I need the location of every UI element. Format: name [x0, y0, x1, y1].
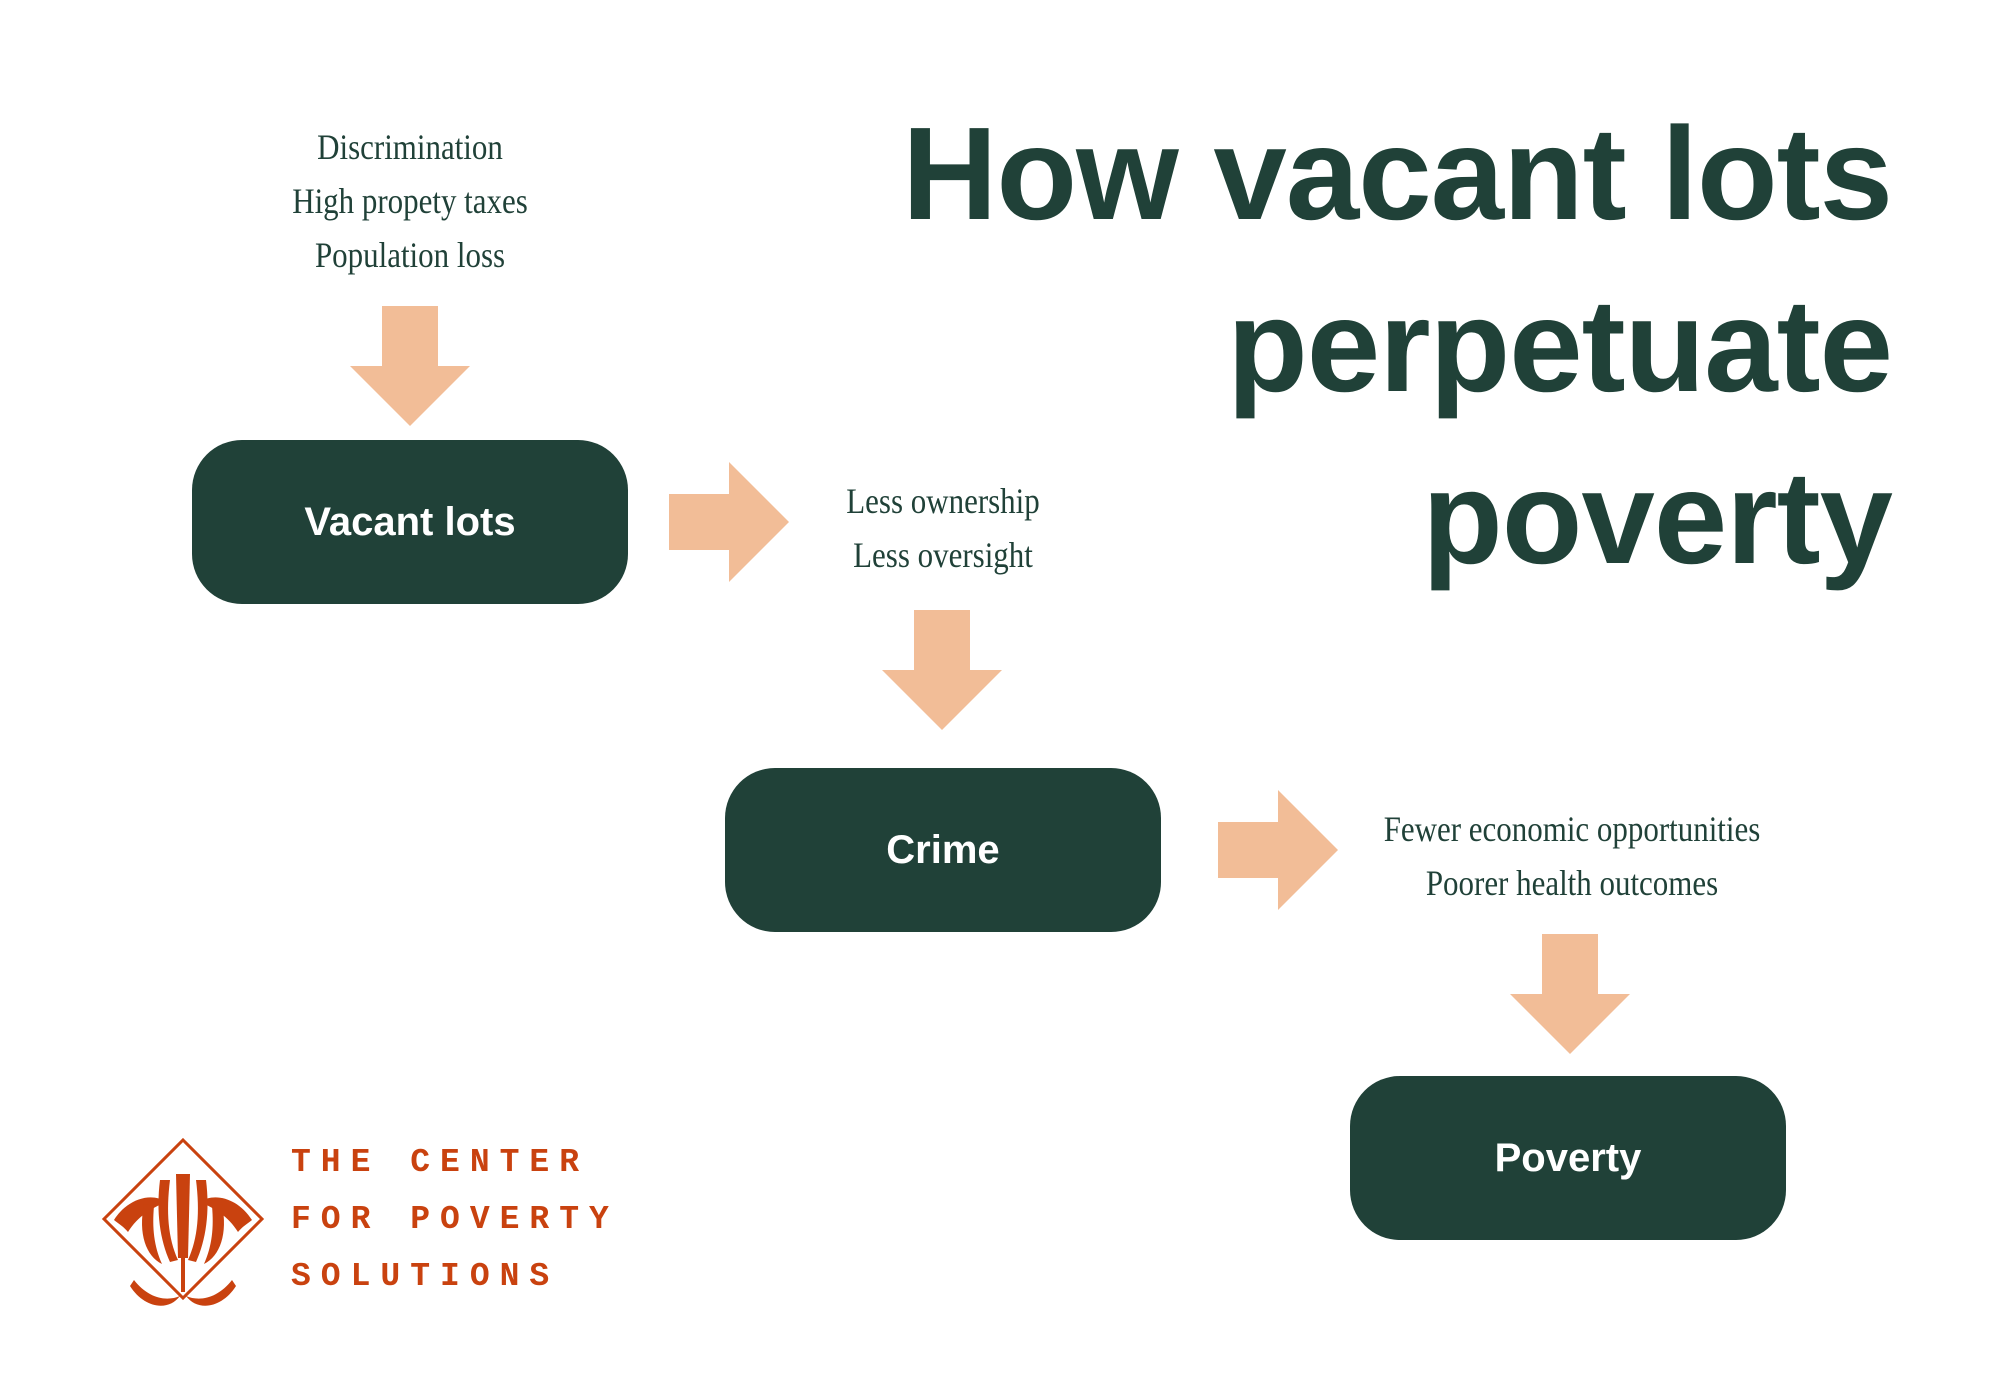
effect-item: Less ownership: [846, 481, 1040, 521]
vacancy-effects-list: Less ownership Less oversight: [719, 474, 1166, 582]
thistle-logo-icon: [101, 1137, 265, 1306]
title-line-3: poverty: [1422, 444, 1893, 591]
node-label: Crime: [886, 827, 1000, 872]
arrow-down-icon: [350, 306, 470, 426]
effect-item: Poorer health outcomes: [1425, 863, 1719, 903]
arrow-right-icon: [1218, 790, 1338, 910]
arrow-down-icon: [1510, 934, 1630, 1054]
title-line-2: perpetuate: [1227, 272, 1893, 419]
org-name-line-1: THE CENTER: [291, 1144, 590, 1181]
title-line-1: How vacant lots: [902, 100, 1893, 247]
cause-item: Discrimination: [317, 127, 503, 167]
node-label: Vacant lots: [304, 499, 516, 544]
arrow-down-icon: [882, 610, 1002, 730]
arrow-right-icon: [669, 462, 789, 582]
org-name-line-2: FOR POVERTY: [291, 1201, 619, 1238]
cause-item: High propety taxes: [292, 181, 528, 221]
node-crime: Crime: [725, 768, 1161, 932]
causes-list: Discrimination High propety taxes Popula…: [186, 120, 633, 282]
node-poverty: Poverty: [1350, 1076, 1786, 1240]
node-label: Poverty: [1494, 1135, 1642, 1180]
effect-item: Less oversight: [853, 535, 1033, 575]
node-vacant-lots: Vacant lots: [192, 440, 628, 604]
org-name-line-3: SOLUTIONS: [291, 1258, 560, 1295]
cause-item: Population loss: [314, 235, 506, 275]
effect-item: Fewer economic opportunities: [1383, 809, 1761, 849]
crime-effects-list: Fewer economic opportunities Poorer heal…: [1348, 802, 1795, 910]
